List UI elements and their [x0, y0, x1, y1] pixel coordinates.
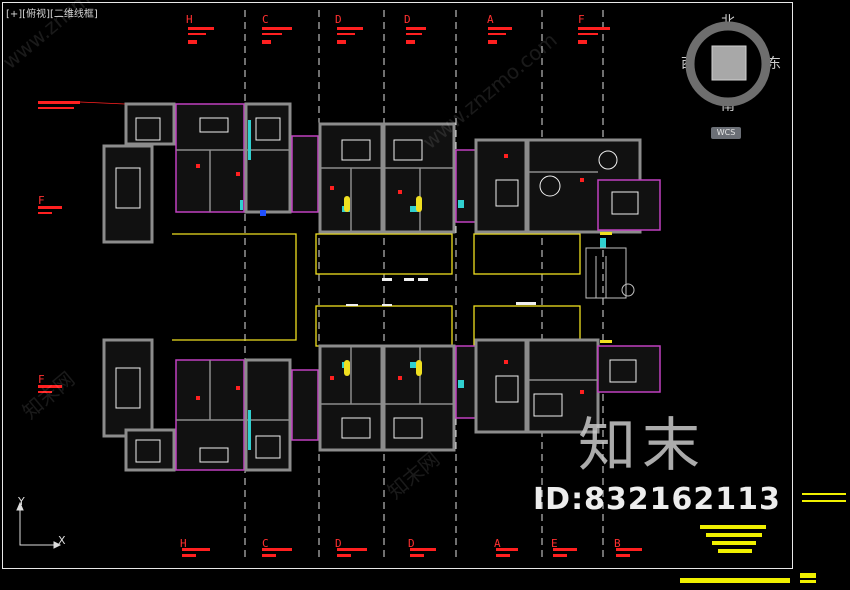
wcs-menu[interactable]: WCS	[711, 127, 741, 139]
ucs-y-label: Y	[18, 495, 25, 508]
axis-label-bottom: C	[262, 537, 269, 550]
axis-annotations-bottom	[182, 548, 642, 557]
ucs-x-label: X	[58, 534, 66, 547]
axis-annotations-top	[38, 27, 610, 393]
furniture-beds	[115, 117, 639, 463]
axis-label-bottom: E	[551, 537, 558, 550]
ucs-icon	[16, 501, 62, 549]
axis-label-top: C	[262, 13, 269, 26]
viewport-label[interactable]: [+][俯视][二维线框]	[6, 9, 98, 20]
service-core	[585, 247, 635, 299]
axis-label-top: F	[578, 13, 585, 26]
watermark-site-text: www.znzmo.com	[0, 0, 142, 74]
corridor-markers	[346, 278, 536, 306]
title-block	[680, 493, 846, 583]
axis-label-side: F	[38, 373, 45, 386]
watermark-id: ID:832162113	[533, 482, 781, 517]
axis-label-side: F	[38, 194, 45, 207]
room-blocks	[102, 102, 661, 472]
drawing-frame	[2, 2, 793, 569]
axis-label-bottom: B	[614, 537, 621, 550]
axis-label-top: H	[186, 13, 193, 26]
axis-label-bottom: D	[408, 537, 415, 550]
viewcube[interactable]	[685, 21, 771, 107]
watermark-brand: 知末	[578, 411, 707, 479]
watermark-net-text: 知末网	[383, 447, 444, 504]
viewcube-east[interactable]: 东	[767, 56, 781, 72]
axis-label-bottom: H	[180, 537, 187, 550]
corridor-outlines	[172, 233, 581, 347]
axis-label-bottom: D	[335, 537, 342, 550]
interior-partitions	[176, 149, 598, 421]
axis-label-top: D	[404, 13, 411, 26]
watermark-net-text: 知末网	[18, 367, 79, 424]
axis-label-top: A	[487, 13, 494, 26]
fixture-accents-yellow	[344, 196, 612, 376]
fixture-accents-red	[196, 154, 584, 400]
axis-label-top: D	[335, 13, 342, 26]
axis-label-bottom: A	[494, 537, 501, 550]
watermark-site-text: www.znzmo.com	[418, 28, 562, 154]
